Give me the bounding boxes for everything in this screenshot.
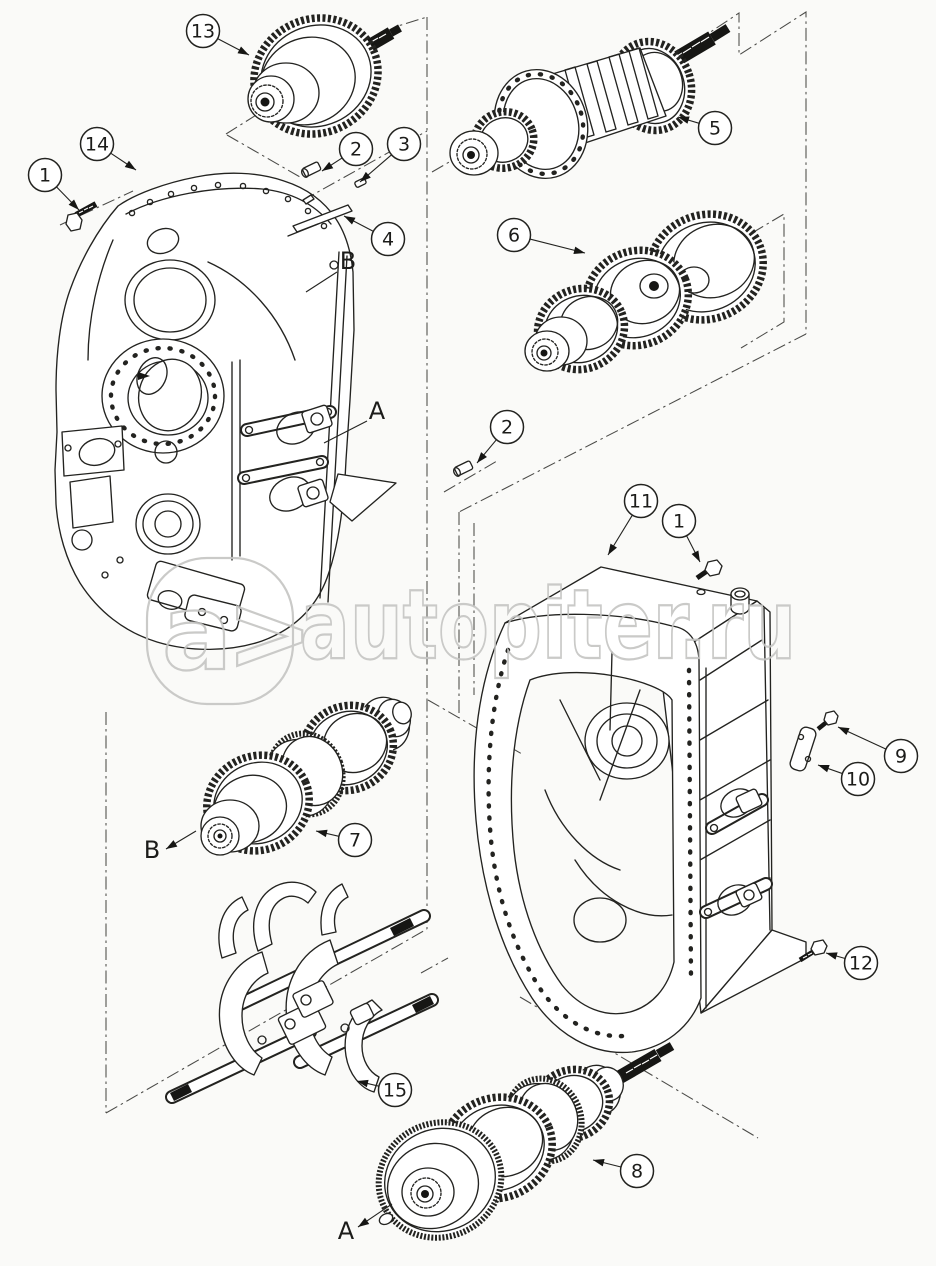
callout-number: 12: [849, 953, 873, 975]
callout-2: 2: [321, 131, 374, 172]
part-15-shift-forks: [165, 881, 439, 1104]
view-letter-text: A: [338, 1217, 355, 1245]
callout-bubble-8: [619, 1153, 655, 1189]
watermark-site-text: autopiter.ru: [300, 569, 796, 681]
callout-bubble-2: [489, 409, 525, 445]
callout-bubble-2: [338, 131, 374, 167]
bolt-1-left: [65, 201, 98, 232]
watermark-logo-ring: [145, 556, 295, 706]
view-letter-text: B: [340, 247, 356, 275]
watermark: a> autopiter.ru: [145, 556, 797, 706]
callout-number: 4: [382, 229, 394, 251]
callout-bubble-7: [337, 822, 373, 858]
view-label-A: A: [338, 1203, 393, 1245]
view-label-B: B: [144, 830, 197, 864]
fasteners-upper: [65, 161, 474, 477]
fasteners-right: [695, 559, 839, 963]
bolt-12: [798, 939, 828, 963]
callout-14: 14: [79, 126, 137, 171]
callout-number: 1: [673, 511, 685, 533]
callout-12: 12: [825, 945, 879, 981]
callout-6: 6: [496, 217, 586, 254]
callout-bubble-13: [185, 13, 221, 49]
callout-11: 11: [607, 483, 659, 556]
plate-4: [287, 194, 353, 237]
callout-8: 8: [592, 1153, 655, 1189]
housing-bolt-holes: [128, 181, 328, 230]
callout-number: 6: [508, 225, 520, 247]
callout-number: 7: [349, 830, 361, 852]
callout-bubble-5: [697, 110, 733, 146]
callout-15: 15: [356, 1072, 413, 1108]
callout-2: 2: [476, 409, 525, 464]
callout-bubble-3: [386, 126, 422, 162]
callout-number: 9: [895, 746, 907, 768]
top-plug: [730, 587, 750, 615]
callout-13: 13: [185, 13, 250, 56]
callout-number: 8: [631, 1161, 643, 1183]
callout-number: 3: [398, 134, 410, 156]
callout-bubble-1: [27, 157, 63, 193]
callout-bubble-4: [370, 221, 406, 257]
view-letter-text: A: [369, 397, 386, 425]
part-11-rear-housing: [473, 566, 807, 1054]
callout-number: 2: [501, 417, 513, 439]
callout-7: 7: [315, 822, 373, 858]
part-5-clutch-assembly: [449, 24, 731, 180]
callout-bubble-1: [661, 503, 697, 539]
view-letter-text: B: [144, 836, 160, 864]
part-7-gear-cluster: [200, 696, 412, 856]
callout-number: 2: [350, 139, 362, 161]
view-letters-layer: B A B A: [144, 247, 393, 1245]
pin-2-upper: [300, 161, 322, 178]
callout-10: 10: [817, 761, 876, 797]
callout-bubble-6: [496, 217, 532, 253]
phantom-boundary-lines: [59, 11, 807, 1139]
rear-housing-levers: [699, 788, 773, 919]
callout-number: 5: [709, 118, 721, 140]
callout-5: 5: [677, 110, 733, 146]
callout-bubble-11: [623, 483, 659, 519]
shift-linkage-levers: [237, 404, 397, 522]
pin-2-middle: [452, 460, 474, 477]
callout-1: 1: [661, 503, 701, 563]
part-6-gear-set: [524, 210, 767, 374]
bolt-9: [816, 710, 839, 731]
callout-4: 4: [343, 215, 406, 257]
callout-number: 1: [39, 165, 51, 187]
part-14-front-housing: [54, 172, 397, 651]
callout-9: 9: [837, 726, 919, 774]
callout-bubble-15: [377, 1072, 413, 1108]
rib-arrow-mark: [138, 372, 150, 380]
callout-bubble-12: [843, 945, 879, 981]
part-13-gear-assembly: [247, 14, 402, 138]
part-8-gear-shaft: [375, 1042, 675, 1241]
callout-number: 15: [383, 1080, 407, 1102]
housing-left-mount-plates: [61, 425, 125, 579]
callout-number: 13: [191, 21, 215, 43]
callout-3: 3: [359, 126, 422, 183]
callout-number: 10: [846, 769, 870, 791]
callout-number: 14: [85, 134, 109, 156]
view-label-A: A: [323, 397, 386, 444]
callout-1: 1: [27, 157, 80, 211]
bolt-1-right: [695, 559, 723, 581]
view-label-B: B: [305, 247, 356, 293]
bracket-10: [789, 726, 817, 772]
watermark-logo: a>: [162, 572, 307, 694]
callout-bubble-9: [883, 738, 919, 774]
callout-bubble-10: [840, 761, 876, 797]
callout-number: 11: [629, 491, 653, 513]
callout-bubble-14: [79, 126, 115, 162]
